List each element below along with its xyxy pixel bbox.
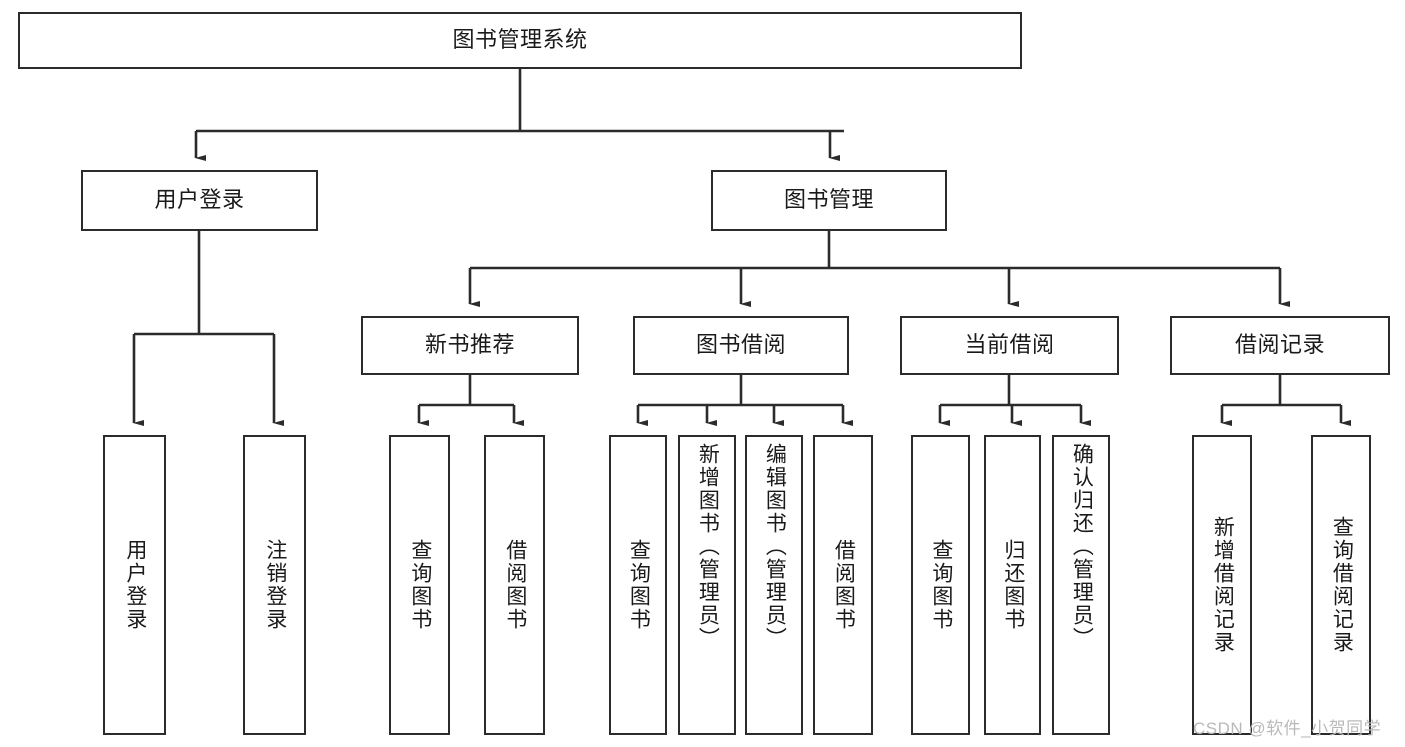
leaf-borrow-book-1-inner: 借阅图书 (486, 437, 543, 733)
node-new-book-recommend-label: 新书推荐 (424, 332, 515, 358)
node-current-borrow-label: 当前借阅 (964, 332, 1055, 358)
leaf-query-book-1-inner: 查询图书 (391, 437, 448, 733)
leaf-return-book-inner: 归还图书 (986, 437, 1039, 733)
leaf-query-borrow-record-label: 查询借阅记录 (1330, 516, 1354, 654)
node-book-borrow-label: 图书借阅 (695, 332, 786, 358)
leaf-user-logout[interactable]: 注销登录 (243, 435, 306, 735)
node-borrow-record-label: 借阅记录 (1234, 332, 1325, 358)
leaf-user-logout-inner: 注销登录 (245, 437, 304, 733)
node-new-book-recommend[interactable]: 新书推荐 (361, 316, 579, 375)
leaf-return-book[interactable]: 归还图书 (984, 435, 1041, 735)
leaf-query-book-1[interactable]: 查询图书 (389, 435, 450, 735)
leaf-user-login[interactable]: 用户登录 (103, 435, 166, 735)
node-root-system-label: 图书管理系统 (452, 27, 588, 53)
leaf-confirm-return[interactable]: 确认归还（管理员） (1052, 435, 1110, 735)
leaf-edit-book[interactable]: 编辑图书（管理员） (745, 435, 803, 735)
leaf-query-book-3-inner: 查询图书 (913, 437, 968, 733)
leaf-query-book-2-inner: 查询图书 (611, 437, 665, 733)
leaf-query-borrow-record[interactable]: 查询借阅记录 (1311, 435, 1371, 735)
node-user-login-label: 用户登录 (154, 187, 245, 213)
node-current-borrow[interactable]: 当前借阅 (900, 316, 1119, 375)
leaf-add-book[interactable]: 新增图书（管理员） (678, 435, 736, 735)
node-borrow-record[interactable]: 借阅记录 (1170, 316, 1390, 375)
leaf-borrow-book-2-inner: 借阅图书 (815, 437, 871, 733)
leaf-return-book-label: 归还图书 (1001, 539, 1025, 631)
leaf-query-book-2-label: 查询图书 (627, 539, 651, 631)
leaf-query-borrow-record-inner: 查询借阅记录 (1313, 437, 1369, 733)
node-book-borrow[interactable]: 图书借阅 (633, 316, 849, 375)
leaf-edit-book-inner: 编辑图书（管理员） (747, 437, 801, 733)
node-root-system[interactable]: 图书管理系统 (18, 12, 1022, 69)
leaf-query-book-3[interactable]: 查询图书 (911, 435, 970, 735)
leaf-add-borrow-record[interactable]: 新增借阅记录 (1192, 435, 1252, 735)
leaf-borrow-book-2[interactable]: 借阅图书 (813, 435, 873, 735)
node-user-login[interactable]: 用户登录 (81, 170, 318, 231)
leaf-user-logout-label: 注销登录 (263, 539, 287, 631)
leaf-query-book-1-label: 查询图书 (408, 539, 432, 631)
leaf-query-book-3-label: 查询图书 (929, 539, 953, 631)
leaf-borrow-book-1-label: 借阅图书 (503, 539, 527, 631)
leaf-add-book-inner: 新增图书（管理员） (680, 437, 734, 733)
leaf-query-book-2[interactable]: 查询图书 (609, 435, 667, 735)
leaf-borrow-book-1[interactable]: 借阅图书 (484, 435, 545, 735)
leaf-user-login-label: 用户登录 (123, 539, 147, 631)
leaf-edit-book-label: 编辑图书（管理员） (763, 443, 787, 650)
leaf-add-borrow-record-inner: 新增借阅记录 (1194, 437, 1250, 733)
node-book-manage[interactable]: 图书管理 (711, 170, 947, 231)
leaf-confirm-return-label: 确认归还（管理员） (1070, 443, 1094, 650)
leaf-confirm-return-inner: 确认归还（管理员） (1054, 437, 1108, 733)
leaf-add-book-label: 新增图书（管理员） (696, 443, 720, 650)
node-book-manage-label: 图书管理 (783, 187, 874, 213)
leaf-add-borrow-record-label: 新增借阅记录 (1211, 516, 1235, 654)
leaf-borrow-book-2-label: 借阅图书 (832, 539, 856, 631)
leaf-user-login-inner: 用户登录 (105, 437, 164, 733)
